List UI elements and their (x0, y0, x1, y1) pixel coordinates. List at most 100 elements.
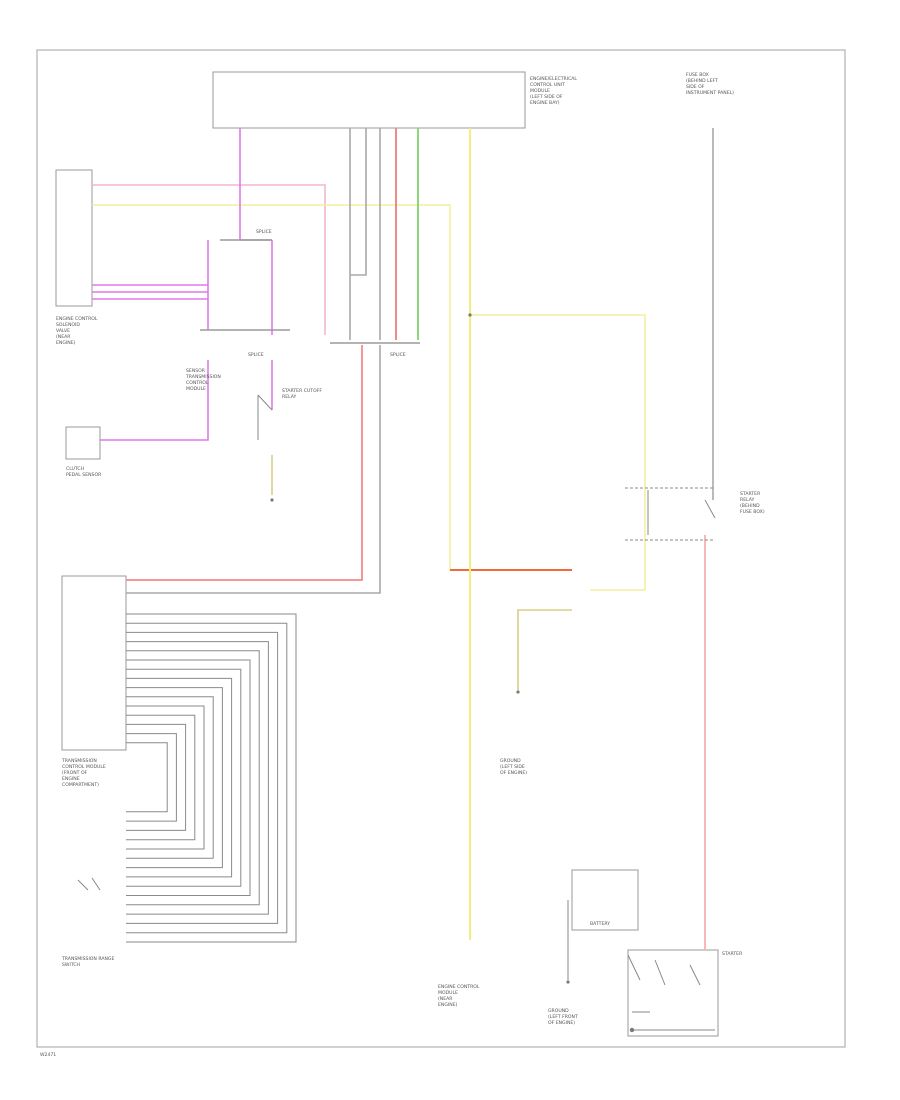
label-sensor: SENSOR TRANSMISSION CONTROL MODULE (185, 368, 221, 392)
label-gc-1: GROUND (500, 758, 521, 764)
harness-wire-10 (126, 696, 214, 859)
label-tcm: TRANSMISSION CONTROL MODULE (FRONT OF EN… (61, 758, 106, 788)
engine-control-solenoid-box (55, 169, 93, 307)
label-gb-3: OF ENGINE) (548, 1020, 575, 1026)
label-tr-1: STARTER CUTOFF (282, 388, 322, 394)
label-relay-right: STARTER RELAY (BEHIND FUSE BOX) (740, 491, 765, 515)
label-ecm-top-5: ENGINE BAY) (530, 100, 560, 106)
wire-magenta-clutch (100, 360, 209, 441)
label-rs-2: SWITCH (62, 962, 80, 968)
battery-box (571, 869, 639, 931)
engine-electrical-module-box (212, 71, 526, 129)
label-fuse-box-4: INSTRUMENT PANEL) (686, 90, 734, 96)
label-engine-control-bottom: ENGINE CONTROL MODULE (NEAR ENGINE) (438, 984, 480, 1008)
label-ecl-5: ENGINE) (56, 340, 76, 346)
label-ecb-4: ENGINE) (438, 1002, 458, 1008)
harness-wire-5 (126, 650, 260, 906)
harness-wire-13 (126, 723, 187, 831)
label-gc-3: OF ENGINE) (500, 770, 527, 776)
ground-symbols (270, 313, 635, 1033)
label-sensor-4: MODULE (186, 386, 206, 392)
label-gc-2: (LEFT SIDE (500, 764, 525, 770)
harness-wire-6 (126, 659, 251, 896)
harness-wire-11 (126, 705, 205, 850)
label-clutch-1: CLUTCH (66, 466, 84, 472)
label-fuse-box-2: (BEHIND LEFT (686, 78, 718, 84)
label-rr-4: FUSE BOX) (740, 509, 765, 515)
label-battery: BATTERY (590, 921, 610, 927)
label-ground-center: GROUND (LEFT SIDE OF ENGINE) (500, 758, 527, 776)
label-tcm-5: COMPARTMENT) (62, 782, 99, 788)
harness-wire-14 (126, 733, 177, 822)
starter-contacts (627, 954, 701, 986)
label-gb-2: (LEFT FRONT (548, 1014, 578, 1020)
clutch-switch-contact (257, 394, 273, 440)
ground-dot-2 (516, 690, 520, 694)
label-splice-c: SPLICE (390, 352, 406, 358)
range-switch-contacts (77, 877, 101, 891)
ground-dot-3 (566, 980, 570, 984)
label-sensor-1: SENSOR (186, 368, 206, 374)
label-ecl-1: ENGINE CONTROL (56, 316, 98, 322)
label-transmission-relay: STARTER CUTOFF RELAY (282, 388, 322, 400)
harness-wire-15 (126, 742, 168, 813)
label-rs-1: TRANSMISSION RANGE (61, 956, 114, 962)
harness-wire-1 (126, 613, 297, 943)
label-ecm-top-2: CONTROL UNIT (530, 82, 565, 88)
label-fuse-box-3: SIDE OF (686, 84, 705, 90)
starter-ground (632, 1011, 715, 1031)
label-sensor-2: TRANSMISSION (185, 374, 221, 380)
starter-ground-dot (629, 1027, 635, 1033)
wire-red-tcm (126, 345, 363, 581)
label-ecm-top-1: ENGINE/ELECTRICAL (530, 76, 577, 82)
diagram-frame (36, 49, 846, 1048)
label-gb-1: GROUND (548, 1008, 569, 1014)
label-ecb-2: MODULE (438, 990, 458, 996)
relay-contact (647, 490, 716, 535)
label-ecl-4: (NEAR (56, 334, 71, 340)
label-ground-bottom: GROUND (LEFT FRONT OF ENGINE) (548, 1008, 578, 1026)
label-ecl-2: SOLENOID (56, 322, 80, 328)
label-clutch-2: PEDAL SENSOR (66, 472, 102, 478)
label-tcm-2: CONTROL MODULE (62, 764, 106, 770)
transmission-harness-bundle (126, 613, 297, 943)
label-starter: STARTER (722, 951, 743, 957)
label-ecb-3: (NEAR (438, 996, 453, 1002)
relay-outline (625, 487, 715, 541)
harness-wire-8 (126, 677, 233, 878)
harness-wire-3 (126, 631, 279, 924)
label-splice-b: SPLICE (248, 352, 264, 358)
label-tcm-4: ENGINE (62, 776, 80, 782)
harness-wire-9 (126, 687, 223, 869)
label-tcm-1: TRANSMISSION (61, 758, 97, 764)
label-rr-1: STARTER (740, 491, 761, 497)
harness-wire-12 (126, 714, 196, 841)
harness-wire-7 (126, 668, 242, 887)
label-range-switch: TRANSMISSION RANGE SWITCH (61, 956, 114, 968)
label-ecm-top: ENGINE/ELECTRICAL CONTROL UNIT MODULE (L… (530, 76, 577, 106)
label-splice-a: SPLICE (256, 229, 272, 235)
label-rr-2: RELAY (740, 497, 755, 503)
label-tcm-3: (FRONT OF (62, 770, 88, 776)
label-fuse-box-1: FUSE BOX (686, 72, 709, 78)
wire-khaki-center (517, 609, 572, 690)
label-ecm-top-4: (LEFT SIDE OF (530, 94, 563, 100)
label-ecb-1: ENGINE CONTROL (438, 984, 480, 990)
harness-wire-4 (126, 641, 269, 915)
splice-dot (468, 313, 472, 317)
wire-magenta-top (239, 128, 272, 241)
label-fuse-box: FUSE BOX (BEHIND LEFT SIDE OF INSTRUMENT… (686, 72, 734, 96)
harness-wire-2 (126, 622, 288, 934)
footer-code: W2471 (40, 1052, 56, 1058)
label-clutch: CLUTCH PEDAL SENSOR (66, 466, 102, 478)
starter-box (627, 949, 719, 1037)
label-sensor-3: CONTROL (186, 380, 209, 386)
wire-gray-2 (350, 128, 367, 276)
wire-light-yellow-relay (470, 314, 646, 591)
clutch-pedal-sensor-box (65, 426, 101, 460)
label-ecl-3: VALVE (56, 328, 70, 334)
label-tr-2: RELAY (282, 394, 297, 400)
label-rr-3: (BEHIND (740, 503, 760, 509)
wire-light-yellow-a (92, 204, 572, 571)
